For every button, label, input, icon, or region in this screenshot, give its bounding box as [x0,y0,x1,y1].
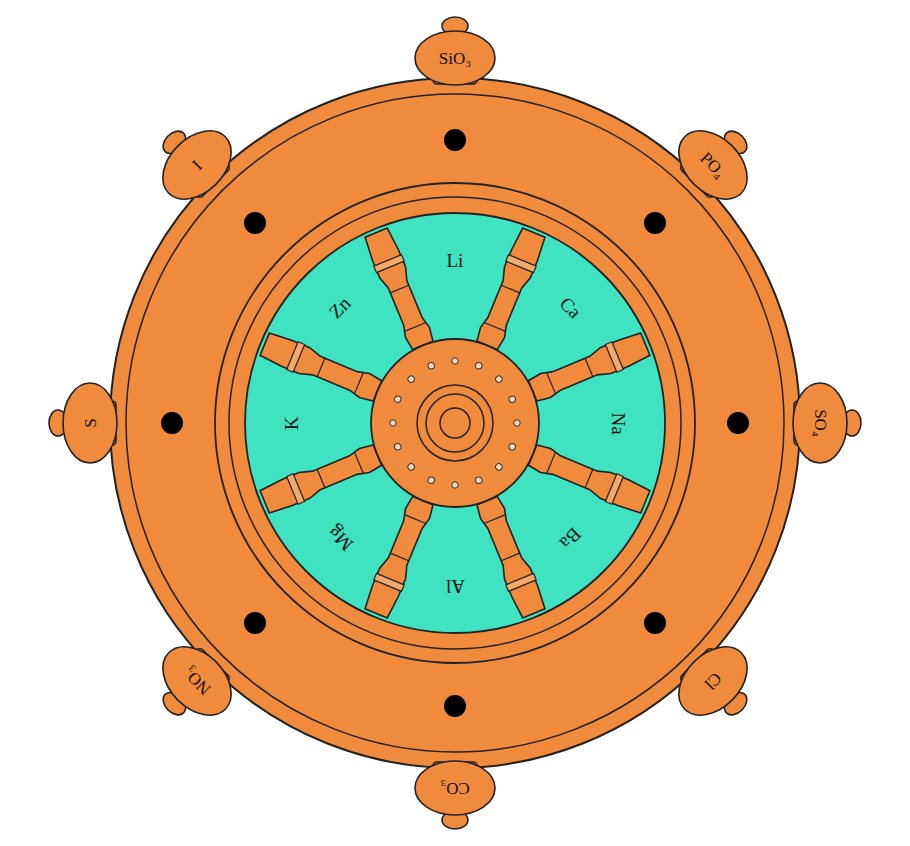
anion-knob: CO₃ [405,738,505,838]
cation-label: Na [609,412,628,434]
anion-label: CO₃ [440,780,470,797]
anion-label: SO₄ [812,409,829,437]
anion-label: SiO₃ [439,50,471,67]
anion-knob: S [40,373,140,473]
cation-label: K [282,416,301,430]
cation-label: Al [446,577,465,596]
anion-knob: SO₄ [770,373,870,473]
anion-knob: SiO₃ [405,8,505,108]
cation-label: Li [447,251,464,270]
anion-label: S [82,418,99,427]
